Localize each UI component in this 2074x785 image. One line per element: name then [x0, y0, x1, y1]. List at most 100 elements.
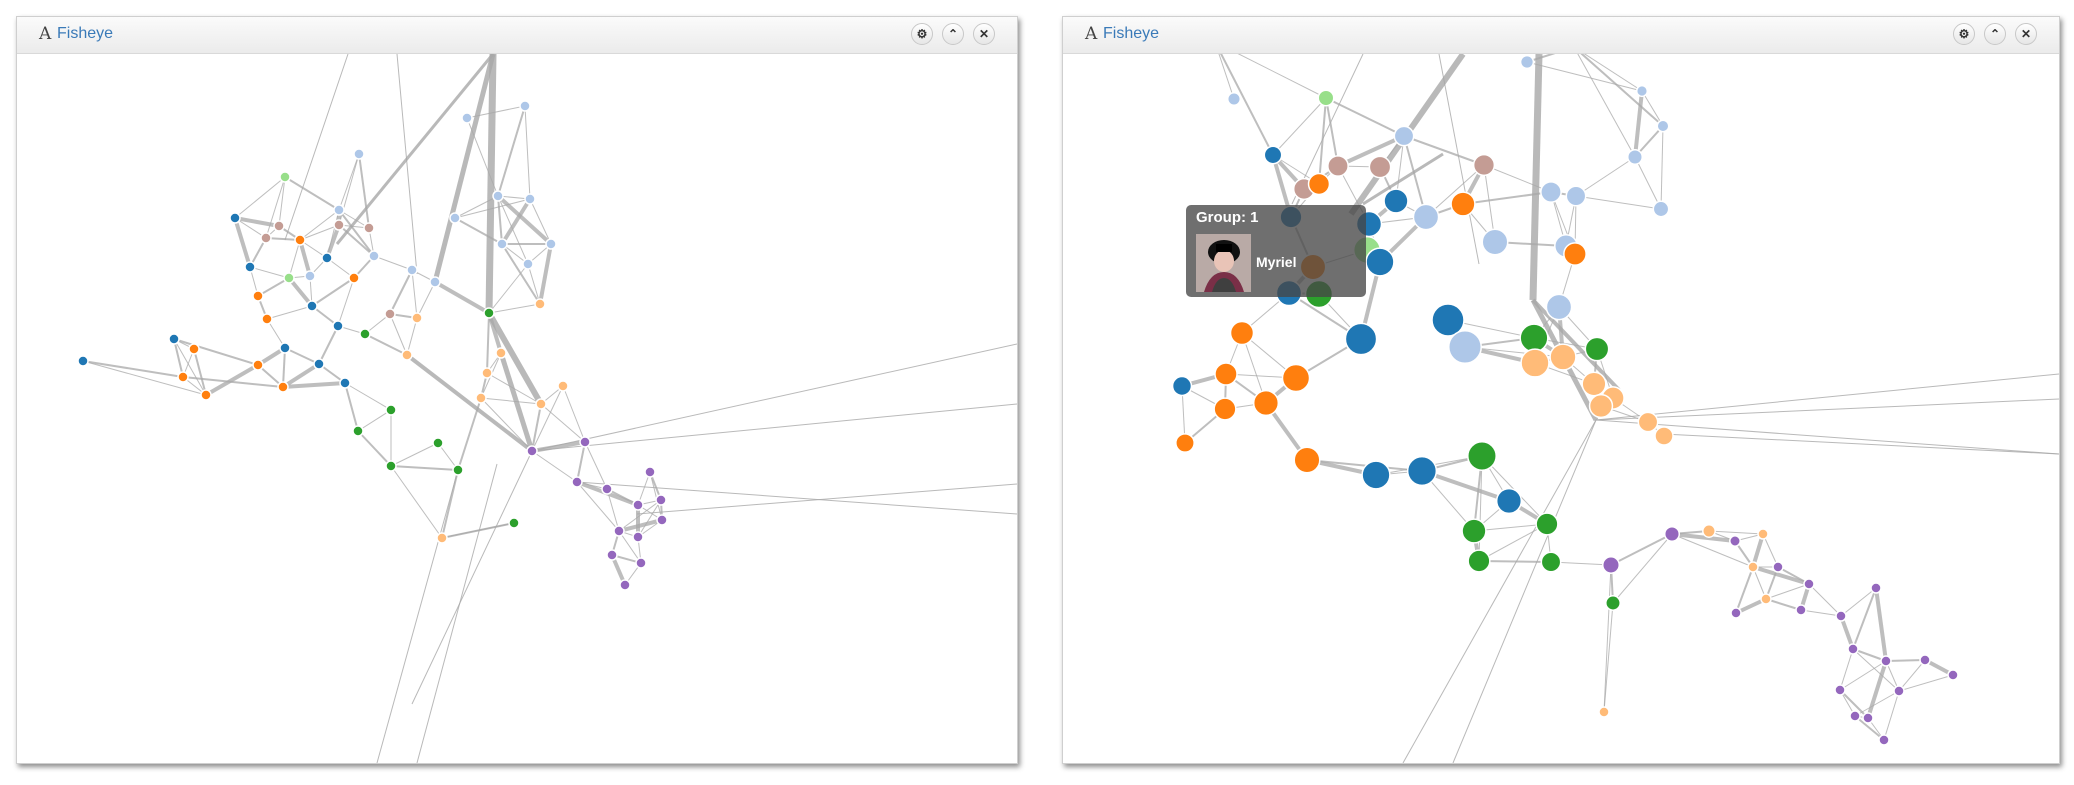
- graph-node[interactable]: [1344, 322, 1378, 356]
- graph-node[interactable]: [1637, 411, 1659, 433]
- graph-node[interactable]: [1862, 712, 1874, 724]
- graph-node[interactable]: [1293, 446, 1321, 474]
- graph-node[interactable]: [1317, 89, 1335, 107]
- graph-node[interactable]: [1412, 203, 1440, 231]
- graph-node[interactable]: [1656, 119, 1670, 133]
- graph-node[interactable]: [1549, 343, 1577, 371]
- graph-node[interactable]: [332, 320, 344, 332]
- graph-node[interactable]: [1795, 604, 1807, 616]
- graph-node[interactable]: [1849, 710, 1861, 722]
- close-button[interactable]: ✕: [2015, 23, 2037, 45]
- graph-node[interactable]: [384, 308, 396, 320]
- graph-node[interactable]: [1393, 125, 1415, 147]
- graph-node[interactable]: [339, 377, 351, 389]
- graph-node[interactable]: [1281, 363, 1311, 393]
- graph-node[interactable]: [1448, 330, 1482, 364]
- graph-node[interactable]: [1535, 512, 1559, 536]
- graph-node[interactable]: [1919, 654, 1931, 666]
- graph-node[interactable]: [449, 212, 461, 224]
- graph-node[interactable]: [1545, 293, 1573, 321]
- graph-node[interactable]: [1729, 535, 1741, 547]
- graph-node[interactable]: [1947, 669, 1959, 681]
- graph-node[interactable]: [385, 460, 397, 472]
- collapse-button[interactable]: ⌃: [942, 23, 964, 45]
- graph-node[interactable]: [483, 307, 495, 319]
- graph-node[interactable]: [363, 222, 375, 234]
- graph-node[interactable]: [1368, 155, 1392, 179]
- graph-node[interactable]: [1519, 323, 1549, 353]
- graph-node[interactable]: [1214, 362, 1238, 386]
- graph-node[interactable]: [606, 549, 618, 561]
- graph-node[interactable]: [613, 525, 625, 537]
- graph-node[interactable]: [359, 328, 371, 340]
- graph-node[interactable]: [1652, 200, 1670, 218]
- graph-node[interactable]: [655, 494, 667, 506]
- graph-node[interactable]: [321, 252, 333, 264]
- graph-node[interactable]: [1772, 561, 1784, 573]
- graph-node[interactable]: [279, 342, 291, 354]
- graph-node[interactable]: [273, 220, 285, 232]
- graph-node[interactable]: [632, 499, 644, 511]
- graph-node[interactable]: [1835, 610, 1847, 622]
- graph-node[interactable]: [1878, 734, 1890, 746]
- graph-node[interactable]: [306, 300, 318, 312]
- graph-node[interactable]: [1565, 185, 1587, 207]
- graph-node[interactable]: [535, 398, 547, 410]
- graph-node[interactable]: [1581, 371, 1607, 397]
- graph-node[interactable]: [524, 193, 536, 205]
- graph-node[interactable]: [1361, 460, 1391, 490]
- graph-node[interactable]: [368, 250, 380, 262]
- graph-node[interactable]: [1213, 397, 1237, 421]
- graph-node[interactable]: [1263, 145, 1283, 165]
- graph-node[interactable]: [188, 343, 200, 355]
- graph-node[interactable]: [1519, 54, 1535, 70]
- graph-node[interactable]: [1327, 155, 1349, 177]
- graph-node[interactable]: [1229, 320, 1255, 346]
- graph-node[interactable]: [452, 464, 464, 476]
- graph-node[interactable]: [519, 100, 531, 112]
- graph-node[interactable]: [294, 234, 306, 246]
- force-graph[interactable]: [17, 54, 1017, 763]
- graph-node[interactable]: [1847, 643, 1859, 655]
- graph-node[interactable]: [1635, 84, 1649, 98]
- graph-node[interactable]: [1563, 242, 1587, 266]
- settings-button[interactable]: ⚙: [1953, 23, 1975, 45]
- graph-node[interactable]: [526, 445, 538, 457]
- force-graph-fisheye[interactable]: [1063, 54, 2059, 763]
- graph-node[interactable]: [277, 381, 289, 393]
- graph-node[interactable]: [1893, 685, 1905, 697]
- graph-node[interactable]: [1605, 595, 1621, 611]
- graph-node[interactable]: [283, 272, 295, 284]
- graph-node[interactable]: [579, 436, 591, 448]
- graph-node[interactable]: [1588, 393, 1614, 419]
- graph-node[interactable]: [261, 313, 273, 325]
- graph-node[interactable]: [571, 476, 583, 488]
- graph-node[interactable]: [353, 148, 365, 160]
- graph-node[interactable]: [1383, 188, 1409, 214]
- graph-node[interactable]: [1834, 684, 1846, 696]
- graph-node[interactable]: [1654, 426, 1674, 446]
- graph-node[interactable]: [1627, 149, 1643, 165]
- graph-node[interactable]: [632, 531, 644, 543]
- graph-node[interactable]: [1663, 525, 1681, 543]
- graph-node[interactable]: [1467, 549, 1491, 573]
- graph-node[interactable]: [304, 270, 316, 282]
- graph-node[interactable]: [1307, 172, 1331, 196]
- graph-node[interactable]: [432, 437, 444, 449]
- graph-node[interactable]: [177, 371, 189, 383]
- close-button[interactable]: ✕: [973, 23, 995, 45]
- graph-node[interactable]: [1803, 578, 1815, 590]
- collapse-button[interactable]: ⌃: [1984, 23, 2006, 45]
- graph-node[interactable]: [508, 517, 520, 529]
- graph-node[interactable]: [1584, 336, 1610, 362]
- graph-node[interactable]: [1226, 91, 1242, 107]
- graph-node[interactable]: [1540, 551, 1562, 573]
- graph-node[interactable]: [1747, 561, 1759, 573]
- graph-node[interactable]: [260, 232, 272, 244]
- graph-node[interactable]: [492, 190, 504, 202]
- graph-node[interactable]: [1601, 555, 1621, 575]
- graph-node[interactable]: [352, 425, 364, 437]
- graph-node[interactable]: [1365, 247, 1395, 277]
- graph-node[interactable]: [1760, 593, 1772, 605]
- graph-node[interactable]: [1481, 228, 1509, 256]
